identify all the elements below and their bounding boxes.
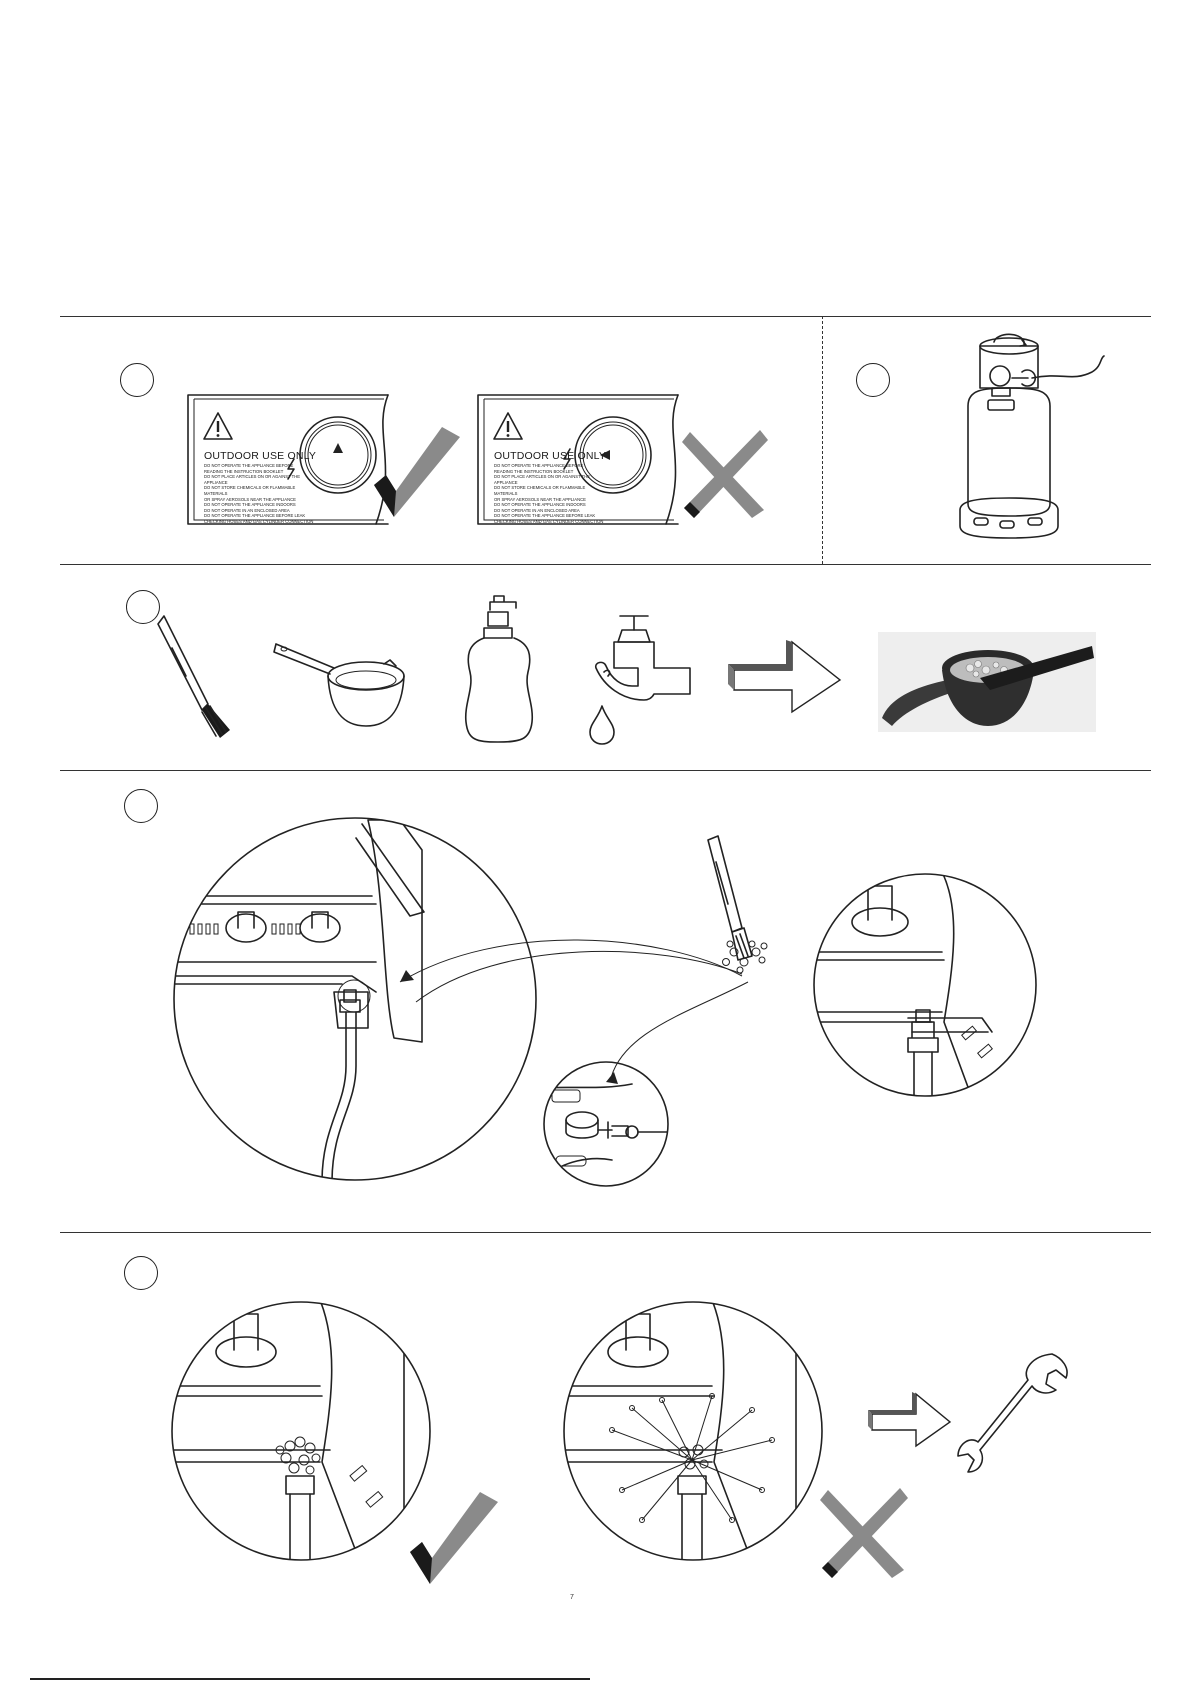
- section-divider-2: [60, 770, 1151, 771]
- step-marker-4: [124, 789, 158, 823]
- warning-line: DO NOT OPERATE THE APPLIANCE INDOORS: [204, 502, 296, 508]
- step-marker-3: [126, 590, 160, 624]
- warning-text-block: DO NOT OPERATE THE APPLIANCE BEFORE READ…: [494, 463, 604, 525]
- brush-icon: [707, 835, 768, 974]
- control-panel-correct: OUTDOOR USE ONLY DO NOT OPERATE THE APPL…: [187, 393, 458, 526]
- warning-line: OR SPRAY AEROSOLS NEAR THE APPLIANCE: [494, 496, 586, 502]
- warning-line: DO NOT OPERATE THE APPLIANCE BEFORE: [204, 463, 294, 468]
- gas-cylinder-icon: [959, 333, 1105, 539]
- joint-arrows: [399, 939, 749, 1084]
- cross-mark-icon: [820, 1488, 908, 1578]
- bowl-icon: [273, 643, 405, 727]
- section-divider-3: [60, 1232, 1151, 1233]
- control-panel-incorrect: OUTDOOR USE ONLY DO NOT OPERATE THE APPL…: [477, 393, 748, 526]
- warning-line: DO NOT PLACE ARTICLES ON OR AGAINST THE: [494, 474, 591, 480]
- brush-icon: [157, 615, 230, 738]
- footer-rule: [30, 1678, 590, 1680]
- section-divider-1: [60, 564, 1151, 565]
- warning-line: DO NOT STORE CHEMICALS OR FLAMMABLE MATE…: [204, 485, 296, 496]
- warning-line: DO NOT STORE CHEMICALS OR FLAMMABLE MATE…: [494, 485, 586, 496]
- warning-line: DO NOT OPERATE IN AN ENCLOSED AREA: [204, 507, 290, 513]
- warning-line: CHECKING HOSES AND GAS CYLINDER CONNECTI…: [494, 518, 604, 524]
- no-leak-zoom: [171, 1301, 431, 1561]
- warning-line: DO NOT PLACE ARTICLES ON OR AGAINST THE: [204, 474, 301, 480]
- fitting-closeup-zoom: [813, 873, 1037, 1097]
- arrow-right-icon: [728, 640, 842, 714]
- section-divider-top: [60, 316, 1151, 317]
- warning-line: APPLIANCE: [494, 479, 518, 485]
- water-tap-icon: [589, 615, 691, 745]
- warning-line: DO NOT OPERATE THE APPLIANCE INDOORS: [494, 502, 586, 508]
- warning-line: OR SPRAY AEROSOLS NEAR THE APPLIANCE: [204, 496, 296, 502]
- warning-line: DO NOT OPERATE THE APPLIANCE BEFORE LEAK: [204, 513, 306, 519]
- step-marker-2: [856, 363, 890, 397]
- arrow-right-icon: [868, 1392, 952, 1448]
- warning-line: DO NOT OPERATE IN AN ENCLOSED AREA: [494, 507, 580, 513]
- warning-text-block: DO NOT OPERATE THE APPLIANCE BEFORE READ…: [204, 463, 314, 525]
- section-divider-vertical: [822, 316, 823, 564]
- step-marker-1: [120, 363, 154, 397]
- grill-connection-zoom: [173, 817, 537, 1181]
- check-mark-icon: [410, 1492, 498, 1584]
- soapy-water-photo: [878, 632, 1096, 732]
- outdoor-use-heading: OUTDOOR USE ONLY: [204, 450, 317, 462]
- warning-line: READING THE INSTRUCTION BOOKLET: [204, 468, 284, 474]
- cross-mark-icon: [682, 430, 768, 518]
- step-marker-5: [124, 1256, 158, 1290]
- warning-line: DO NOT OPERATE THE APPLIANCE BEFORE LEAK: [494, 513, 596, 519]
- warning-line: DO NOT OPERATE THE APPLIANCE BEFORE: [494, 463, 584, 468]
- warning-line: APPLIANCE: [204, 479, 228, 485]
- leak-detected-zoom: [563, 1301, 823, 1561]
- soap-bottle-icon: [464, 595, 534, 743]
- wrench-icon: [957, 1353, 1068, 1473]
- page-number: 7: [570, 1594, 574, 1601]
- check-mark-icon: [374, 427, 460, 517]
- warning-line: CHECKING HOSES AND GAS CYLINDER CONNECTI…: [204, 518, 314, 524]
- regulator-connection-zoom: [543, 1061, 669, 1187]
- warning-line: READING THE INSTRUCTION BOOKLET: [494, 468, 574, 474]
- outdoor-use-heading: OUTDOOR USE ONLY: [494, 450, 607, 462]
